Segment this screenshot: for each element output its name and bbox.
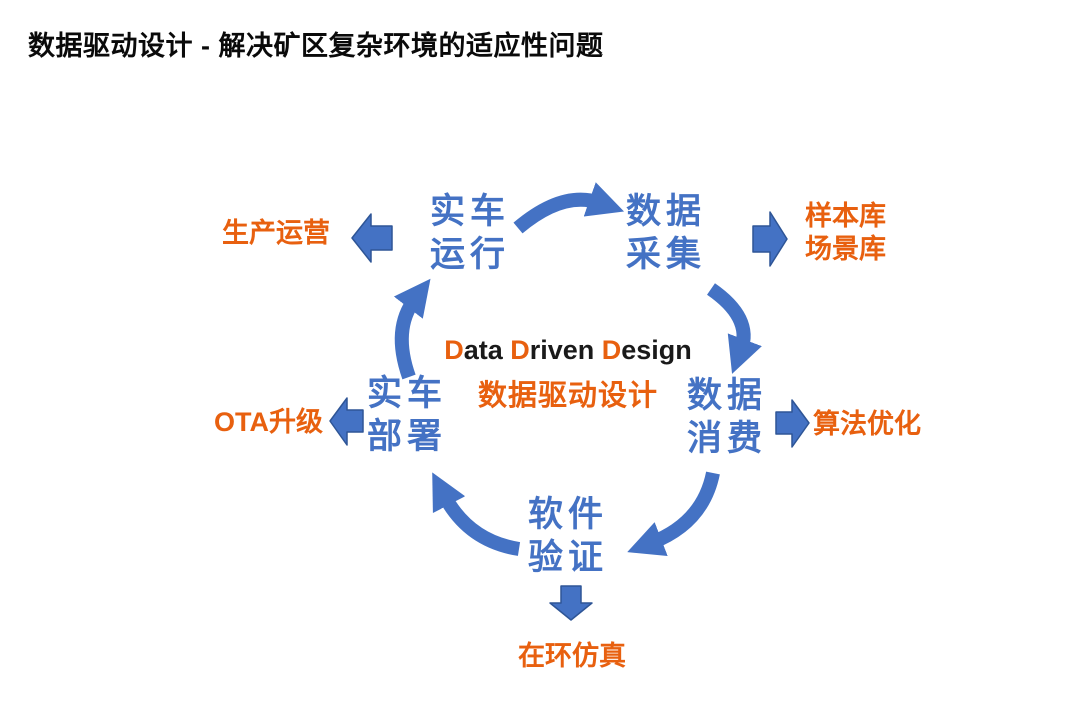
label-scene-library-line2: 场景库 bbox=[805, 234, 886, 264]
label-production-operation: 生产运营 bbox=[222, 218, 330, 248]
block-arrow-right-sample-library-icon bbox=[752, 211, 788, 267]
node-data-collection-line2: 采集 bbox=[625, 235, 706, 274]
cycle-arrow-operation-to-collection-icon bbox=[513, 182, 625, 234]
cycle-arrow-validation-to-deployment-icon bbox=[432, 472, 521, 556]
node-vehicle-operation-line2: 运行 bbox=[429, 235, 510, 274]
node-data-consumption-line2: 消费 bbox=[686, 419, 767, 458]
node-vehicle-deployment: 实车 部署 bbox=[352, 372, 462, 458]
node-vehicle-operation: 实车 运行 bbox=[415, 190, 525, 276]
node-software-validation-line1: 软件 bbox=[527, 495, 608, 534]
node-vehicle-deployment-line1: 实车 bbox=[366, 374, 447, 413]
center-english-segment: D bbox=[601, 335, 622, 365]
node-data-collection-line1: 数据 bbox=[625, 192, 706, 231]
center-english-segment: riven bbox=[529, 335, 602, 365]
center-caption: Data Driven Design 数据驱动设计 bbox=[388, 336, 748, 414]
label-ota-upgrade: OTA升级 bbox=[214, 407, 323, 437]
center-english-title: Data Driven Design bbox=[388, 336, 748, 364]
center-english-segment: ata bbox=[463, 335, 511, 365]
center-chinese-title: 数据驱动设计 bbox=[477, 380, 658, 412]
block-arrow-down-simulation-icon bbox=[549, 585, 593, 621]
node-software-validation-line2: 验证 bbox=[527, 538, 608, 577]
block-arrow-left-production-icon bbox=[351, 213, 393, 263]
node-data-consumption-line1: 数据 bbox=[686, 376, 767, 415]
node-vehicle-operation-line1: 实车 bbox=[429, 192, 510, 231]
label-sample-scene-library: 样本库 场景库 bbox=[805, 200, 886, 266]
node-data-consumption: 数据 消费 bbox=[672, 374, 782, 460]
node-software-validation: 软件 验证 bbox=[513, 493, 623, 579]
center-english-segment: D bbox=[444, 335, 464, 365]
center-english-segment: esign bbox=[621, 335, 692, 365]
label-sample-library-line1: 样本库 bbox=[805, 201, 886, 231]
center-english-segment: D bbox=[510, 335, 530, 365]
slide-title: 数据驱动设计 - 解决矿区复杂环境的适应性问题 bbox=[28, 31, 604, 61]
label-hil-simulation: 在环仿真 bbox=[518, 641, 626, 671]
label-algorithm-optimization: 算法优化 bbox=[813, 409, 921, 439]
node-data-collection: 数据 采集 bbox=[611, 190, 721, 276]
cycle-arrow-consumption-to-validation-icon bbox=[627, 471, 720, 557]
node-vehicle-deployment-line2: 部署 bbox=[366, 417, 447, 456]
